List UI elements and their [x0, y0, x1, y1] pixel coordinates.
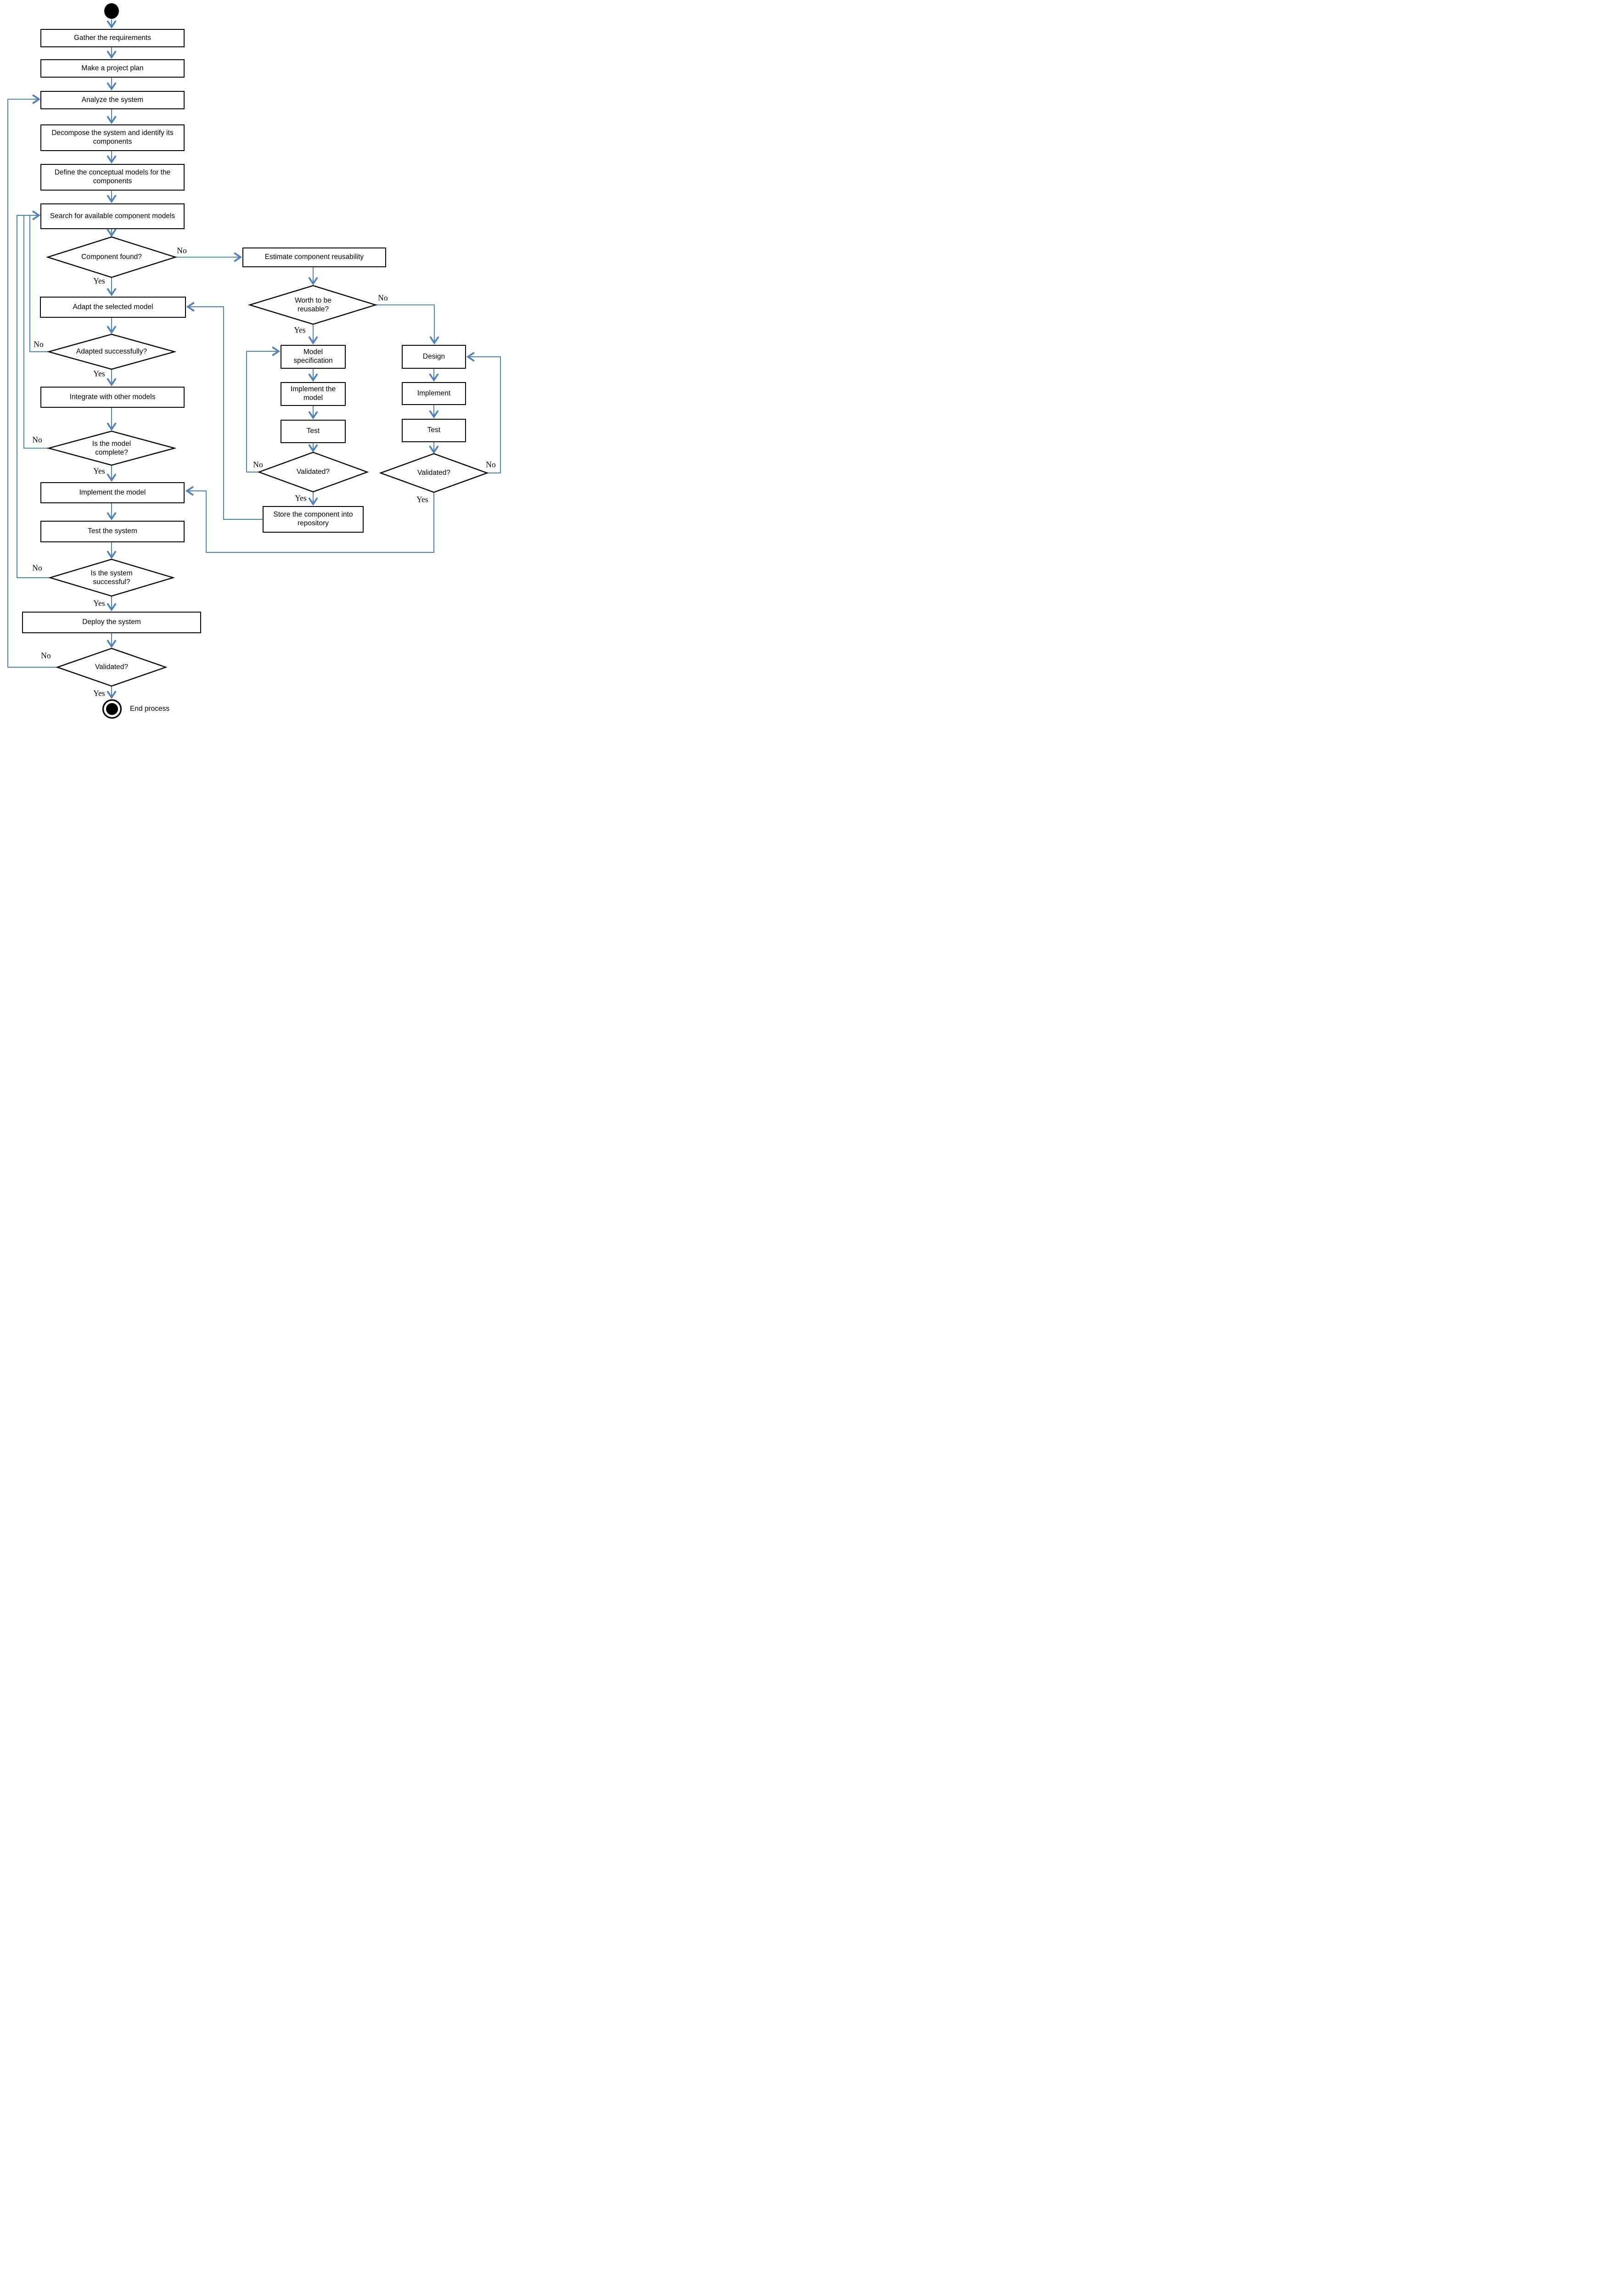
component-found-yes-label: Yes: [93, 276, 105, 286]
process-test-right: Test: [402, 419, 466, 442]
adapted-successfully-decision: [46, 333, 177, 370]
process-deploy-the-system: Deploy the system: [22, 612, 201, 633]
process-decompose-system: Decompose the system and identify its co…: [40, 124, 185, 151]
final-yes-label: Yes: [93, 688, 105, 698]
mid-yes-label: Yes: [295, 493, 307, 503]
process-integrate-other-models: Integrate with other models: [40, 387, 185, 408]
right-no-label: No: [486, 460, 496, 469]
process-make-project-plan: Make a project plan: [40, 59, 185, 78]
activity-diagram: Gather the requirements Make a project p…: [0, 0, 507, 723]
right-yes-label: Yes: [416, 495, 428, 504]
complete-yes-label: Yes: [93, 466, 105, 476]
worth-reusable-decision: [247, 285, 378, 325]
process-implement-right: Implement: [402, 382, 466, 405]
process-test-the-system: Test the system: [40, 521, 185, 542]
final-no-label: No: [41, 651, 51, 660]
worth-no-label: No: [378, 293, 388, 303]
start-node: [104, 3, 119, 19]
model-complete-decision: [46, 430, 177, 466]
edge-systemok-no-search: [17, 210, 50, 578]
process-test-mid: Test: [281, 420, 346, 443]
edge-validatedmid-no-modelspec: [246, 346, 281, 473]
process-estimate-reusability: Estimate component reusability: [242, 248, 386, 267]
mid-no-label: No: [253, 460, 263, 469]
process-store-component-repository: Store the component into repository: [263, 506, 364, 533]
validated-mid-decision: [257, 451, 369, 493]
adapted-yes-label: Yes: [93, 369, 105, 378]
system-successful-decision: [48, 558, 175, 597]
complete-no-label: No: [32, 435, 42, 445]
process-design: Design: [402, 345, 466, 369]
component-found-no-label: No: [177, 246, 187, 255]
end-process-label: End process: [130, 705, 170, 713]
end-node-core: [106, 703, 118, 715]
process-gather-requirements: Gather the requirements: [40, 29, 185, 47]
process-model-specification: Model specification: [281, 345, 346, 369]
adapted-no-label: No: [34, 339, 44, 349]
edge-worth-no-design: [376, 304, 439, 345]
process-define-conceptual-models: Define the conceptual models for the com…: [40, 164, 185, 191]
validated-final-decision: [56, 647, 168, 687]
process-analyze-system: Analyze the system: [40, 91, 185, 109]
edge-validatedfinal-no-analyze: [7, 94, 57, 668]
process-implement-the-model-main: Implement the model: [40, 482, 185, 503]
edge-validatedright-no-design: [466, 352, 501, 473]
process-implement-the-model-mid: Implement the model: [281, 382, 346, 406]
edge-adaptedok-no-search: [29, 215, 49, 352]
worth-yes-label: Yes: [294, 325, 306, 335]
edge-validatedright-yes-implementmodel: [185, 486, 434, 553]
edge-modelcomplete-no-search: [23, 215, 49, 449]
edge-store-adapt: [186, 302, 263, 520]
process-adapt-selected-model: Adapt the selected model: [40, 297, 186, 318]
system-no-label: No: [32, 563, 42, 573]
validated-right-decision: [379, 453, 489, 493]
system-yes-label: Yes: [93, 598, 105, 608]
component-found-decision: [46, 236, 177, 278]
process-search-component-models: Search for available component models: [40, 203, 185, 229]
diagram-connectors: [7, 3, 501, 719]
